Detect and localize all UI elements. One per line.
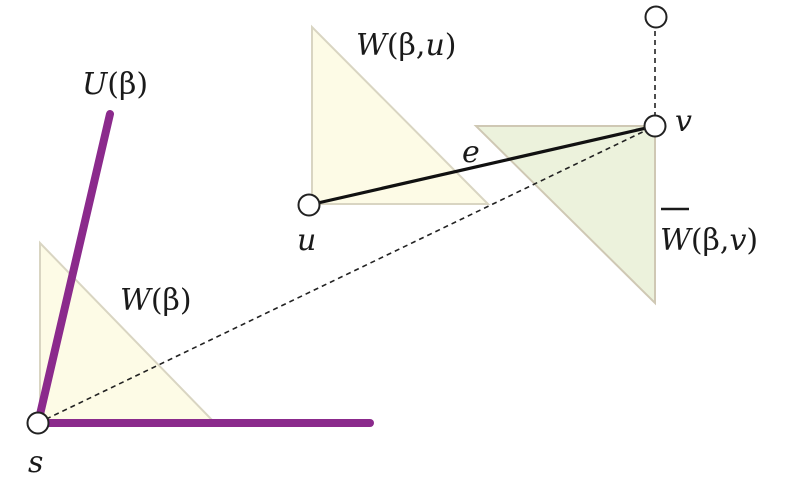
label-w-bar-beta-v: W(β,v) xyxy=(660,223,758,258)
label-u-beta: U(β) xyxy=(82,67,148,102)
wedge-w-beta-u xyxy=(311,24,491,205)
label-node-v: v xyxy=(675,104,692,139)
node-s xyxy=(26,411,50,435)
label-edge-e: e xyxy=(462,135,480,170)
node-u xyxy=(297,193,321,217)
edge-e xyxy=(308,124,656,207)
boundary-u-beta xyxy=(34,110,114,427)
label-node-u: u xyxy=(297,223,316,258)
label-w-beta-u: W(β,u) xyxy=(356,28,456,63)
label-node-s: s xyxy=(28,445,43,480)
wedge-w-bar-beta-v xyxy=(473,125,656,306)
node-top xyxy=(644,5,668,29)
wedge-w-beta xyxy=(39,240,216,422)
dashed-line-s-v xyxy=(37,125,656,424)
node-v xyxy=(643,114,667,138)
label-w-beta: W(β) xyxy=(120,283,192,318)
